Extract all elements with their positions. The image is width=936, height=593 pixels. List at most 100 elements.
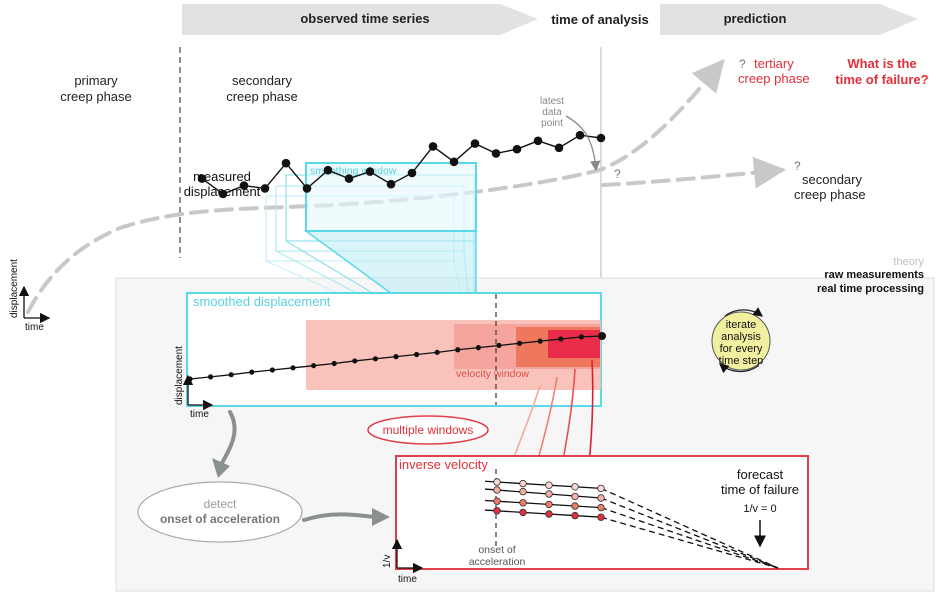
inverse-line [484, 480, 602, 490]
inverse-point [545, 490, 553, 498]
smoothed-point [496, 342, 502, 349]
inverse-title: inverse velocity [399, 457, 488, 472]
inverse-point [597, 484, 605, 493]
measured-point [575, 130, 585, 140]
inverse-axes: 1/v time [382, 538, 424, 585]
measured-point [407, 168, 417, 178]
primary-phase-label: primary [74, 73, 118, 88]
question-mark-secondary: ? [794, 159, 801, 173]
smoothed-point [352, 358, 358, 364]
top-axis-y-label: displacement [9, 259, 20, 318]
smoothed-point [290, 365, 296, 371]
detect-label-2: onset of acceleration [160, 512, 280, 526]
inverse-point [493, 507, 501, 515]
theory-curve-secondary [601, 156, 786, 189]
inverse-extrapolation [600, 506, 779, 569]
inverse-point [545, 510, 553, 518]
smoothed-axis-y-label: displacement [174, 346, 185, 405]
forecast-formula: 1/v = 0 [743, 503, 776, 515]
velocity-window-1 [548, 330, 600, 358]
question-mark-tertiary: ? [739, 57, 746, 71]
legend-theory: theory [893, 256, 924, 268]
measured-point [554, 143, 564, 153]
measured-point [449, 157, 459, 167]
iterate-label-3: for every [720, 343, 763, 355]
latest-label: latest [540, 96, 564, 107]
measured-point [428, 142, 438, 151]
iterate-arrow-bottom [719, 363, 759, 374]
flow-arrow-right-head [372, 508, 390, 526]
multiple-windows-ellipse [367, 415, 489, 445]
inverse-extrapolation [600, 516, 779, 569]
iterate-circle [711, 311, 771, 371]
measured-label-2: displacement [184, 184, 261, 199]
failure-question: What is the [847, 56, 916, 71]
flow-arrow-right [302, 512, 376, 522]
tertiary-label-2: creep phase [738, 71, 810, 86]
observed-arrow [182, 4, 538, 35]
measured-point [365, 167, 375, 176]
measured-label: measured [193, 169, 251, 184]
tertiary-label: tertiary [754, 56, 794, 71]
smoothed-axes: displacement time [174, 346, 214, 420]
inverse-series [484, 478, 779, 569]
iterate-label-2: analysis [721, 331, 761, 343]
smoothed-point [517, 340, 523, 346]
inverse-point [493, 486, 501, 494]
measured-point [302, 184, 312, 193]
inverse-point [493, 497, 501, 505]
primary-phase-label-2: creep phase [60, 89, 132, 104]
measured-point [533, 136, 543, 146]
inverse-point [545, 481, 553, 489]
smoothed-point [228, 372, 234, 378]
latest-arrow [565, 115, 601, 172]
smoothed-point [455, 347, 461, 353]
inverse-axis-x-label: time [398, 574, 417, 585]
smoothed-point [434, 349, 440, 355]
smoothed-point [311, 363, 317, 369]
smoothed-point [558, 336, 564, 342]
measured-point [239, 181, 249, 190]
inverse-line [484, 488, 602, 499]
inverse-point [571, 483, 579, 491]
inverse-point [571, 511, 579, 520]
top-axes: displacement time [9, 259, 51, 333]
smoothed-point [475, 345, 481, 351]
flow-arrow-down-head [212, 458, 230, 478]
smoothed-point [537, 338, 543, 344]
failure-question-2: time of failure? [835, 72, 928, 87]
measured-point [344, 174, 354, 183]
detect-label-1: detect [204, 497, 237, 511]
secondary-phase-label-2: creep phase [226, 89, 298, 104]
velocity-window-label: velocity window [456, 368, 529, 380]
inverse-point [545, 500, 553, 509]
inverse-point [519, 479, 527, 488]
multiple-windows-label: multiple windows [383, 423, 474, 437]
smoothed-axis-x-label: time [190, 409, 209, 420]
inverse-point [597, 513, 605, 521]
inverse-point [519, 508, 527, 517]
measured-series [197, 130, 606, 199]
measured-point [470, 139, 480, 148]
smoothed-point [331, 360, 337, 367]
inverse-extrapolation [600, 497, 779, 569]
smoothing-window [305, 162, 477, 232]
inverse-point [597, 503, 605, 512]
legend-raw: raw measurements [824, 269, 924, 281]
measured-point [491, 149, 501, 158]
inverse-line [484, 499, 602, 509]
measured-point [281, 158, 291, 168]
smoothed-series [187, 332, 606, 382]
forecast-label-1: forecast [737, 467, 784, 482]
onset-label-1: onset of [478, 544, 515, 556]
smoothed-point [372, 356, 378, 362]
smoothed-point [249, 369, 255, 375]
header-bar: observed time series time of analysis pr… [182, 4, 918, 35]
smoothed-point [208, 374, 214, 380]
latest-label-2: data [542, 107, 562, 118]
forecast-label-2: time of failure [721, 482, 799, 497]
inverse-point [519, 487, 527, 496]
prediction-label: prediction [724, 11, 787, 26]
flow-arrow-down [220, 410, 237, 465]
